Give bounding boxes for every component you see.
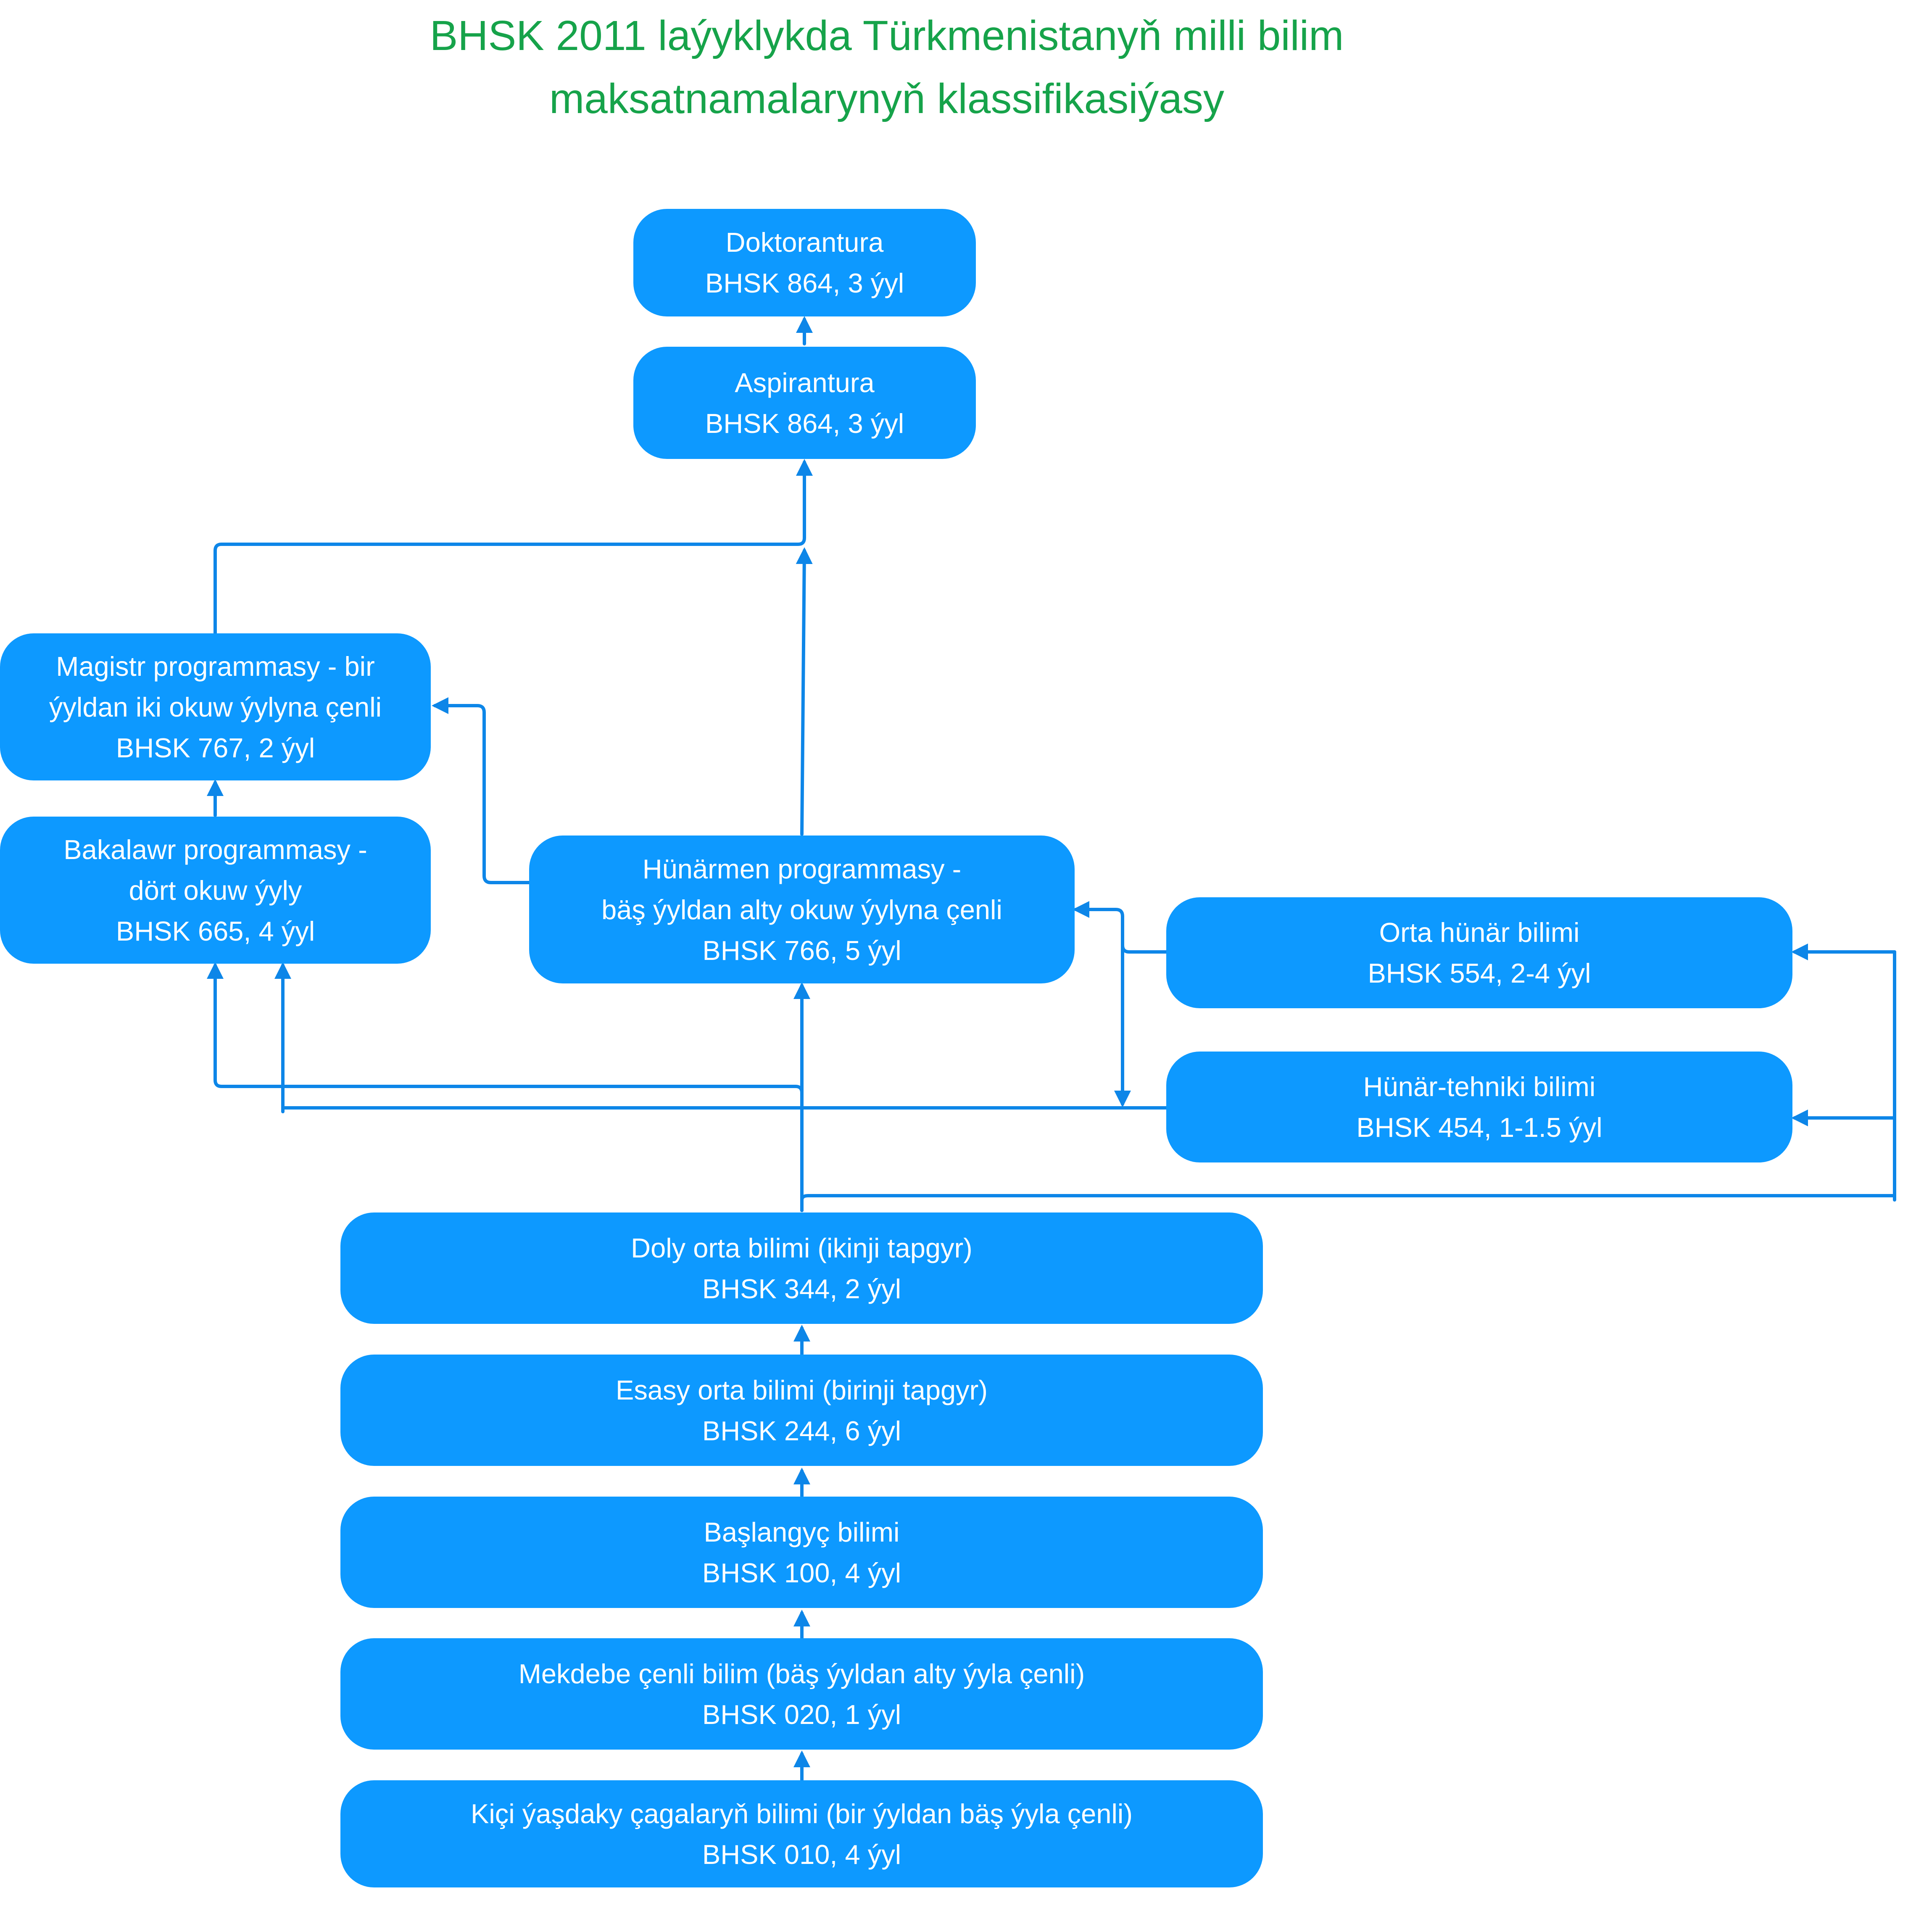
node-bakalawr[interactable]: Bakalawr programmasy - dört okuw ýyly BH…: [0, 817, 431, 964]
node-hunarmen-line1: Hünärmen programmasy -: [642, 853, 962, 884]
node-magistr-code: BHSK 767, 2 ýyl: [116, 732, 315, 763]
node-mekdebe-code: BHSK 020, 1 ýyl: [702, 1699, 901, 1730]
node-kici-code: BHSK 010, 4 ýyl: [702, 1839, 901, 1870]
node-baslangyc[interactable]: Başlangyç bilimi BHSK 100, 4 ýyl: [340, 1497, 1263, 1608]
node-aspirantura[interactable]: Aspirantura BHSK 864, 3 ýyl: [633, 347, 976, 459]
arrow-orta-hunar-to-hunarmen: [1073, 901, 1168, 954]
arrow-hunarmen-to-aspirantura: [796, 547, 813, 836]
node-hunar-tehniki[interactable]: Hünär-tehniki bilimi BHSK 454, 1-1.5 ýyl: [1166, 1052, 1792, 1162]
node-mekdebe-name: Mekdebe çenli bilim (bäş ýyldan alty ýyl…: [518, 1658, 1085, 1689]
node-kici[interactable]: Kiçi ýaşdaky çagalaryň bilimi (bir ýylda…: [340, 1780, 1263, 1887]
node-mekdebe[interactable]: Mekdebe çenli bilim (bäş ýyldan alty ýyl…: [340, 1638, 1263, 1750]
node-orta-hunar[interactable]: Orta hünär bilimi BHSK 554, 2-4 ýyl: [1166, 897, 1792, 1008]
node-doly-orta-code: BHSK 344, 2 ýyl: [702, 1273, 901, 1304]
node-hunarmen-code: BHSK 766, 5 ýyl: [702, 935, 901, 966]
node-bakalawr-line1: Bakalawr programmasy -: [63, 834, 367, 865]
node-esasy-orta-code: BHSK 244, 6 ýyl: [702, 1415, 901, 1446]
node-doktorantura-name: Doktorantura: [725, 227, 884, 258]
node-bakalawr-line2: dört okuw ýyly: [129, 875, 302, 906]
node-doktorantura-code: BHSK 864, 3 ýyl: [705, 268, 904, 298]
node-baslangyc-code: BHSK 100, 4 ýyl: [702, 1557, 901, 1588]
node-doly-orta-name: Doly orta bilimi (ikinji tapgyr): [631, 1232, 972, 1263]
node-bakalawr-code: BHSK 665, 4 ýyl: [116, 915, 315, 946]
arrow-doly-to-right-bus: [800, 1194, 1896, 1212]
node-magistr-line1: Magistr programmasy - bir: [56, 651, 375, 682]
title-line-2: maksatnamalarynyň klassifikasiýasy: [549, 75, 1225, 122]
node-orta-hunar-name: Orta hünär bilimi: [1379, 917, 1580, 948]
node-baslangyc-name: Başlangyç bilimi: [704, 1516, 900, 1547]
node-doly-orta[interactable]: Doly orta bilimi (ikinji tapgyr) BHSK 34…: [340, 1212, 1263, 1324]
diagram-title: BHSK 2011 laýyklykda Türkmenistanyň mill…: [319, 4, 1454, 130]
arrow-magistr-to-aspirantura: [213, 459, 813, 635]
node-orta-hunar-code: BHSK 554, 2-4 ýyl: [1368, 958, 1591, 988]
node-aspirantura-code: BHSK 864, 3 ýyl: [705, 408, 904, 439]
node-aspirantura-name: Aspirantura: [735, 367, 875, 398]
arrow-doly-to-bakalawr: [207, 962, 804, 1212]
node-kici-name: Kiçi ýaşdaky çagalaryň bilimi (bir ýylda…: [470, 1798, 1133, 1829]
node-hunarmen-line2: bäş ýyldan alty okuw ýylyna çenli: [601, 894, 1002, 925]
arrow-hunarmen-to-magistr: [432, 697, 531, 884]
node-magistr-line2: ýyldan iki okuw ýylyna çenli: [49, 691, 382, 722]
node-hunar-tehniki-code: BHSK 454, 1-1.5 ýyl: [1356, 1112, 1602, 1143]
node-hunar-tehniki-name: Hünär-tehniki bilimi: [1363, 1071, 1596, 1102]
node-esasy-orta-name: Esasy orta bilimi (birinji tapgyr): [616, 1374, 988, 1405]
node-doktorantura[interactable]: Doktorantura BHSK 864, 3 ýyl: [633, 209, 976, 316]
node-esasy-orta[interactable]: Esasy orta bilimi (birinji tapgyr) BHSK …: [340, 1355, 1263, 1466]
title-line-1: BHSK 2011 laýyklykda Türkmenistanyň mill…: [430, 12, 1344, 59]
node-magistr[interactable]: Magistr programmasy - bir ýyldan iki oku…: [0, 633, 431, 780]
node-hunarmen[interactable]: Hünärmen programmasy - bäş ýyldan alty o…: [529, 836, 1075, 983]
